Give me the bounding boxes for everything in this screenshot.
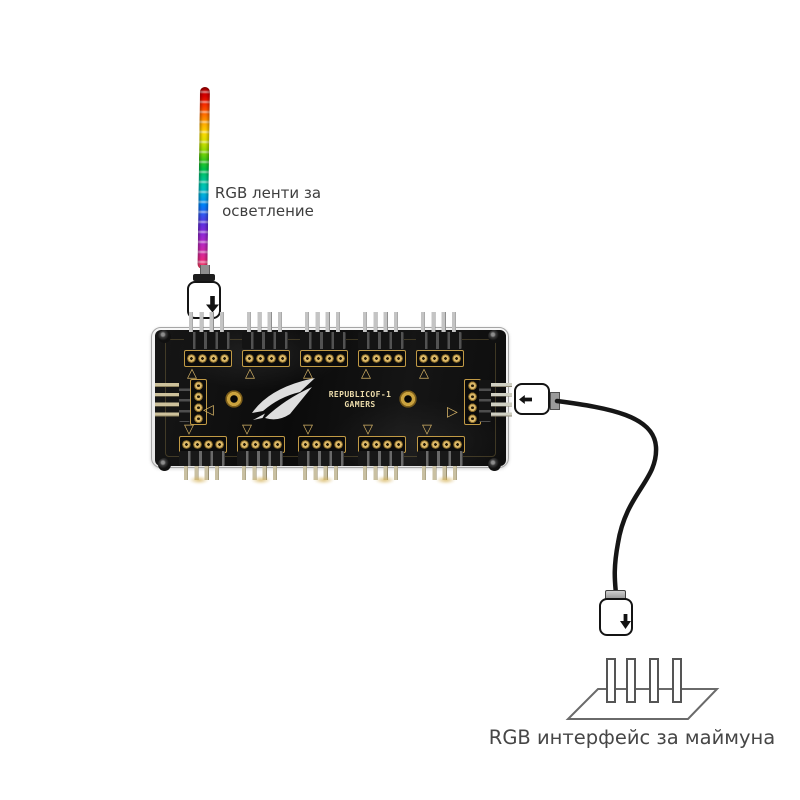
corner-screw-icon	[158, 458, 171, 471]
down-triangle-icon: ▽	[422, 422, 432, 437]
down-arrow-icon	[206, 296, 219, 313]
rog-eye-logo-icon	[252, 378, 315, 420]
solder-pads	[300, 350, 348, 367]
port-pins	[247, 312, 283, 332]
solder-pads	[237, 436, 285, 453]
rgb-port-top-3: △	[300, 308, 348, 381]
pin-header-block	[358, 332, 404, 349]
pin-reflection	[375, 476, 395, 484]
up-triangle-icon: △	[245, 366, 255, 381]
pin-header-block	[242, 332, 288, 349]
pin-header-block	[237, 451, 283, 466]
pin-reflection	[251, 476, 271, 484]
port-pins	[305, 312, 341, 332]
pin-reflection	[189, 476, 209, 484]
down-triangle-icon: ▽	[242, 422, 252, 437]
rgb-port-bottom-5: ▽	[417, 422, 465, 480]
pin-header-block	[416, 332, 462, 349]
strip-end-stem	[200, 265, 210, 276]
motherboard-plane	[565, 688, 720, 720]
brand-text: REPUBLICOF-1 GAMERS	[320, 390, 400, 409]
left-pin-header-block	[179, 380, 190, 422]
up-triangle-icon: △	[303, 366, 313, 381]
left-solder-pads	[190, 379, 207, 425]
solder-pads	[184, 350, 232, 367]
up-triangle-icon: △	[187, 366, 197, 381]
pin-reflection	[436, 476, 456, 484]
up-triangle-icon: △	[419, 366, 429, 381]
header-pin	[672, 658, 682, 703]
header-pin	[649, 658, 659, 703]
down-triangle-icon: ▽	[363, 422, 373, 437]
pin-header-block	[298, 451, 344, 466]
strip-label-line2: осветление	[222, 201, 314, 220]
solder-pads	[298, 436, 346, 453]
up-triangle-icon: △	[361, 366, 371, 381]
mobo-plug	[599, 598, 633, 636]
solder-pads	[358, 436, 406, 453]
gold-standoff-icon	[225, 390, 243, 408]
pin-header-block	[417, 451, 463, 466]
solder-pads	[358, 350, 406, 367]
brand-line1: REPUBLICOF-1	[328, 390, 392, 399]
pin-header-block	[184, 332, 230, 349]
solder-pads	[242, 350, 290, 367]
rgb-port-bottom-3: ▽	[298, 422, 346, 480]
rgb-port-top-5: △	[416, 308, 464, 381]
mobo-label: RGB интерфейс за маймуна	[488, 726, 776, 749]
rgb-port-top-4: △	[358, 308, 406, 381]
pin-reflection	[314, 476, 334, 484]
right-triangle-icon: ▷	[447, 404, 458, 420]
rgb-led-strip	[197, 86, 210, 270]
pin-header-block	[300, 332, 346, 349]
right-pin-header-block	[479, 380, 491, 422]
down-arrow-icon	[620, 614, 631, 629]
corner-screw-icon	[158, 330, 171, 343]
header-pin	[606, 658, 616, 703]
strip-label: RGB ленти за осветление	[190, 184, 346, 220]
port-pins	[242, 466, 278, 480]
left-port-pins	[155, 383, 179, 419]
brand-line2: GAMERS	[344, 399, 376, 409]
corner-screw-icon	[488, 458, 501, 471]
header-pin	[626, 658, 636, 703]
down-triangle-icon: ▽	[184, 422, 194, 437]
rgb-port-bottom-2: ▽	[237, 422, 285, 480]
down-triangle-icon: ▽	[303, 422, 313, 437]
strip-plug-cap	[193, 274, 215, 281]
corner-screw-icon	[488, 330, 501, 343]
motherboard-rgb-header	[565, 658, 720, 720]
rgb-port-bottom-4: ▽	[358, 422, 406, 480]
strip-label-line1: RGB ленти за	[214, 184, 322, 202]
rgb-port-bottom-1: ▽	[179, 422, 227, 480]
solder-pads	[416, 350, 464, 367]
gold-standoff-icon	[399, 390, 417, 408]
right-port-pins	[491, 383, 512, 419]
port-pins	[363, 312, 399, 332]
port-pins	[189, 312, 225, 332]
hub-output-plug	[514, 383, 550, 415]
pin-header-block	[179, 451, 225, 466]
port-pins	[421, 312, 457, 332]
left-triangle-icon: ◁	[203, 402, 214, 418]
rgb-port-top-2: △	[242, 308, 290, 381]
connection-cable	[554, 398, 659, 597]
left-arrow-icon	[519, 395, 532, 404]
pin-header-block	[358, 451, 404, 466]
rgb-port-top-1: △	[184, 308, 232, 381]
